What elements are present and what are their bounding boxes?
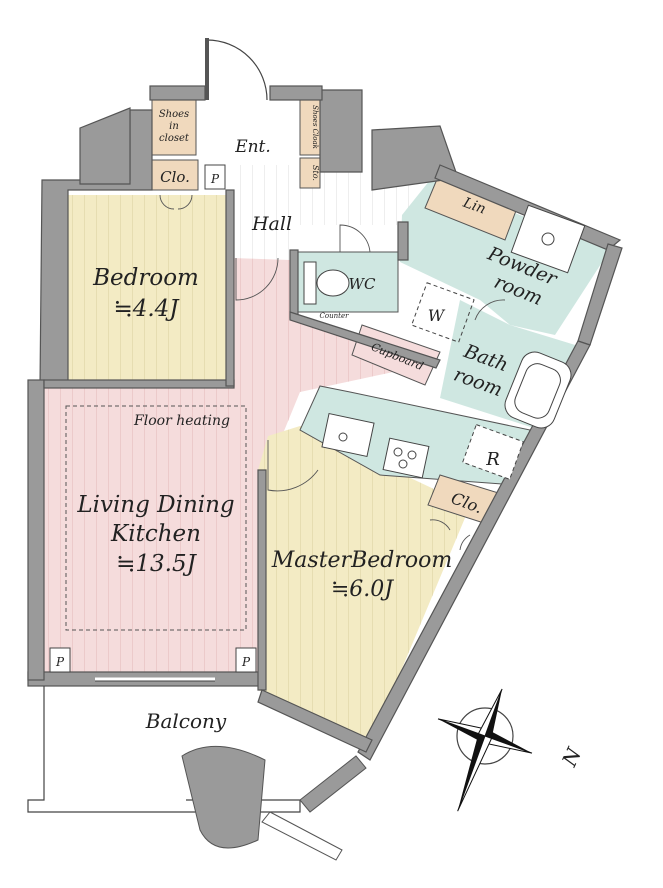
ldk-size-label: ≒13.5J xyxy=(116,551,197,577)
fixtures xyxy=(49,38,586,682)
master-bedroom-floor xyxy=(258,426,470,740)
ldk-floor xyxy=(40,258,440,672)
bedroom-floor xyxy=(67,195,227,381)
closet-small-floor xyxy=(151,159,199,191)
ldk-label-2: Kitchen xyxy=(110,521,201,547)
entrance-door-swing xyxy=(206,39,268,101)
balcony xyxy=(27,686,367,861)
walls xyxy=(27,85,623,761)
counter-label: Counter xyxy=(320,312,350,320)
shoes-cloak-label: Shoes Cloak xyxy=(311,105,319,149)
shoes-closet-label-2: in xyxy=(169,121,179,132)
storage-floor xyxy=(299,157,321,189)
bedroom-label: Bedroom xyxy=(92,265,199,291)
bedroom-size-label: ≒4.4J xyxy=(113,296,180,322)
entrance-label: Ent. xyxy=(234,137,271,157)
bedroom-door-swing xyxy=(235,257,279,301)
refrigerator-label: R xyxy=(485,449,500,470)
ldk-label-1: Living Dining xyxy=(76,492,234,518)
pipe-space-right-label: P xyxy=(241,655,251,669)
master-door-swing xyxy=(267,440,319,492)
entrance-floor xyxy=(200,100,295,162)
compass-rose xyxy=(437,688,533,812)
storage-label: Sto. xyxy=(311,165,320,181)
closet-small-label: Clo. xyxy=(160,168,190,186)
floor-heating-label: Floor heating xyxy=(133,413,230,429)
wc-door-swing xyxy=(339,224,371,253)
pipe-space-top-label: P xyxy=(210,172,220,186)
pipe-space-left-label: P xyxy=(55,655,65,669)
shoes-closet-label-1: Shoes xyxy=(159,109,189,120)
wc-label: WC xyxy=(349,275,376,293)
washer-label: W xyxy=(428,306,446,325)
hall-label: Hall xyxy=(251,213,292,235)
room-fills xyxy=(40,99,610,740)
master-bedroom-label: MasterBedroom xyxy=(271,548,452,573)
master-size-label: ≒6.0J xyxy=(331,577,394,602)
shoes-closet-label-3: closet xyxy=(159,133,190,144)
balcony-label: Balcony xyxy=(145,709,227,733)
compass-north-label: N xyxy=(557,743,587,771)
linen-label: Lin xyxy=(460,194,488,217)
